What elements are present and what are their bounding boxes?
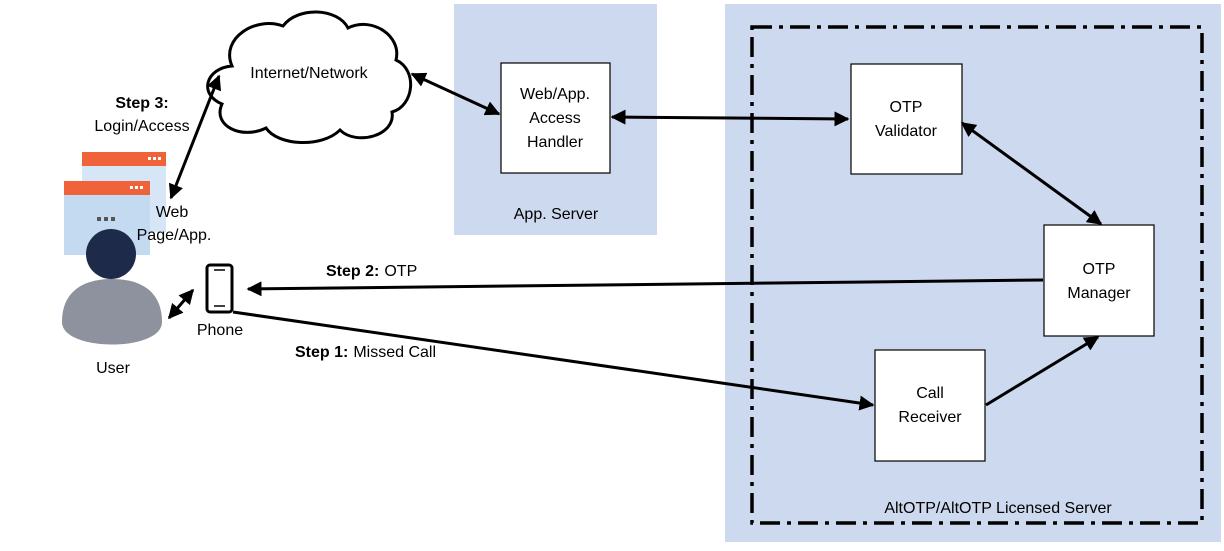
step3-label-line1: Step 3:	[115, 95, 168, 112]
call-receiver-box	[874, 349, 986, 462]
user-label: User	[96, 360, 130, 377]
licensed-server-label: AltOTP/AltOTP Licensed Server	[884, 500, 1112, 517]
step2-label: Step 2: OTP	[326, 263, 417, 280]
step1-label: Step 1: Missed Call	[295, 344, 436, 361]
access-handler-line3: Handler	[527, 134, 584, 151]
cloud-icon	[206, 10, 412, 144]
step1-bold: Step 1:	[295, 344, 348, 361]
step3-label-line2: Login/Access	[94, 118, 189, 135]
web-page-label-line1: Web	[156, 204, 189, 221]
phone-label: Phone	[197, 322, 243, 339]
user-icon	[62, 229, 162, 345]
phone-icon	[205, 263, 234, 314]
arrow-cloud-to-handler	[410, 72, 501, 116]
arrow-manager-to-phone	[246, 278, 1044, 297]
arrow-validator-to-manager	[960, 121, 1103, 226]
otp-validator-line2: Validator	[875, 123, 938, 140]
otp-manager-line2: Manager	[1067, 285, 1131, 302]
step2-text: OTP	[384, 263, 417, 280]
step1-text: Missed Call	[353, 344, 436, 361]
step2-bold: Step 2:	[326, 263, 379, 280]
arrow-phone-to-receiver	[232, 310, 875, 411]
app-server-label: App. Server	[514, 206, 599, 223]
otp-validator-line1: OTP	[890, 99, 923, 116]
arrow-web-to-cloud	[168, 74, 222, 200]
cloud-label: Internet/Network	[250, 65, 368, 82]
arrow-handler-to-validator	[610, 109, 850, 127]
call-receiver-line1: Call	[916, 385, 944, 402]
otp-manager-box	[1043, 224, 1155, 337]
call-receiver-line2: Receiver	[898, 409, 962, 426]
licensed-server-boundary	[750, 25, 1204, 525]
access-handler-box	[500, 62, 611, 174]
arrow-user-to-phone	[167, 288, 195, 320]
otp-validator-box	[850, 63, 963, 175]
access-handler-line2: Access	[529, 110, 581, 127]
otp-manager-line1: OTP	[1083, 261, 1116, 278]
web-page-label-line2: Page/App.	[137, 227, 212, 244]
arrow-receiver-to-manager	[985, 335, 1100, 407]
access-handler-line1: Web/App.	[520, 86, 590, 103]
